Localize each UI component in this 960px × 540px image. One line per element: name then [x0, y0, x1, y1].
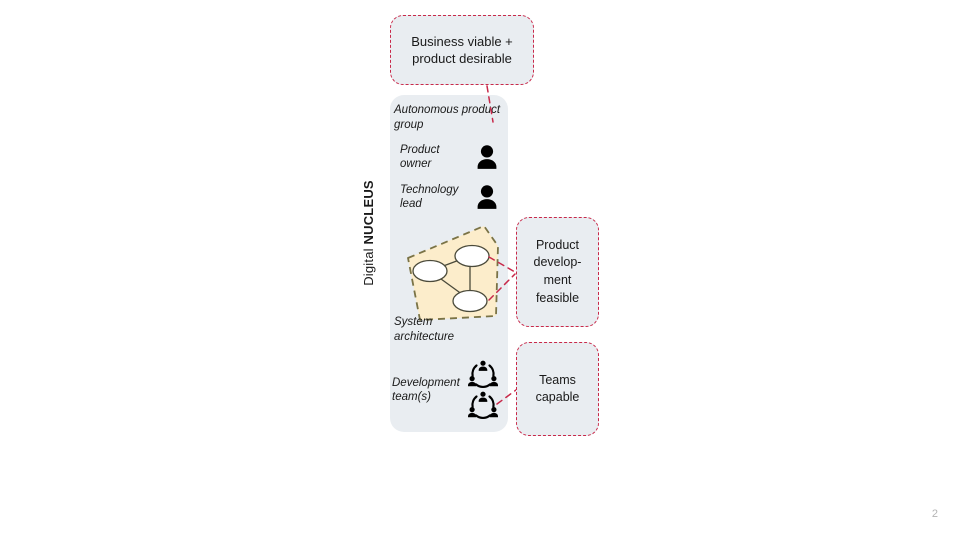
role-row-technology-lead: Technology lead: [396, 183, 498, 211]
callout-business-viable-text: Business viable + product desirable: [405, 33, 519, 67]
system-architecture-icon: [407, 225, 499, 321]
callout-teams-line-1: Teams: [539, 372, 576, 387]
development-teams-row: Development team(s): [392, 360, 502, 422]
page-number: 2: [931, 508, 938, 520]
callout-business-line-2: product desirable: [412, 51, 512, 66]
person-icon: [477, 185, 497, 209]
side-label-emphasis: NUCLEUS: [360, 180, 376, 245]
callout-feasible-text: Product develop- ment feasible: [528, 237, 588, 308]
callout-feasible-line-2: develop-: [533, 255, 582, 270]
team-group-icon: [468, 360, 498, 389]
autonomous-product-group-title: Autonomous product group: [394, 104, 501, 131]
team-group-icon: [468, 391, 498, 420]
role-row-product-owner: Product owner: [396, 143, 498, 171]
callout-feasible-line-3: ment: [543, 273, 572, 287]
callout-teams-capable-text: Teams capable: [530, 372, 586, 407]
development-teams-icons: [468, 360, 502, 421]
callout-product-development-feasible[interactable]: Product develop- ment feasible: [516, 217, 599, 327]
callout-teams-capable[interactable]: Teams capable: [516, 342, 599, 436]
person-icon: [477, 145, 497, 169]
system-architecture-diagram: [400, 224, 504, 322]
callout-teams-line-2: capable: [535, 390, 580, 404]
callout-feasible-line-4: feasible: [535, 290, 580, 305]
side-label-prefix: Digital: [360, 248, 376, 286]
role-label-product-owner: Product owner: [400, 144, 440, 171]
role-label-technology-lead: Technology lead: [400, 184, 459, 211]
development-teams-label: Development team(s): [392, 377, 460, 404]
callout-business-line-1: Business viable +: [411, 33, 513, 49]
digital-nucleus-side-label: Digital NUCLEUS: [357, 168, 379, 298]
system-architecture-label: System architecture: [394, 316, 455, 343]
callout-business-viable[interactable]: Business viable + product desirable: [390, 15, 534, 85]
callout-feasible-line-1: Product: [535, 237, 580, 252]
